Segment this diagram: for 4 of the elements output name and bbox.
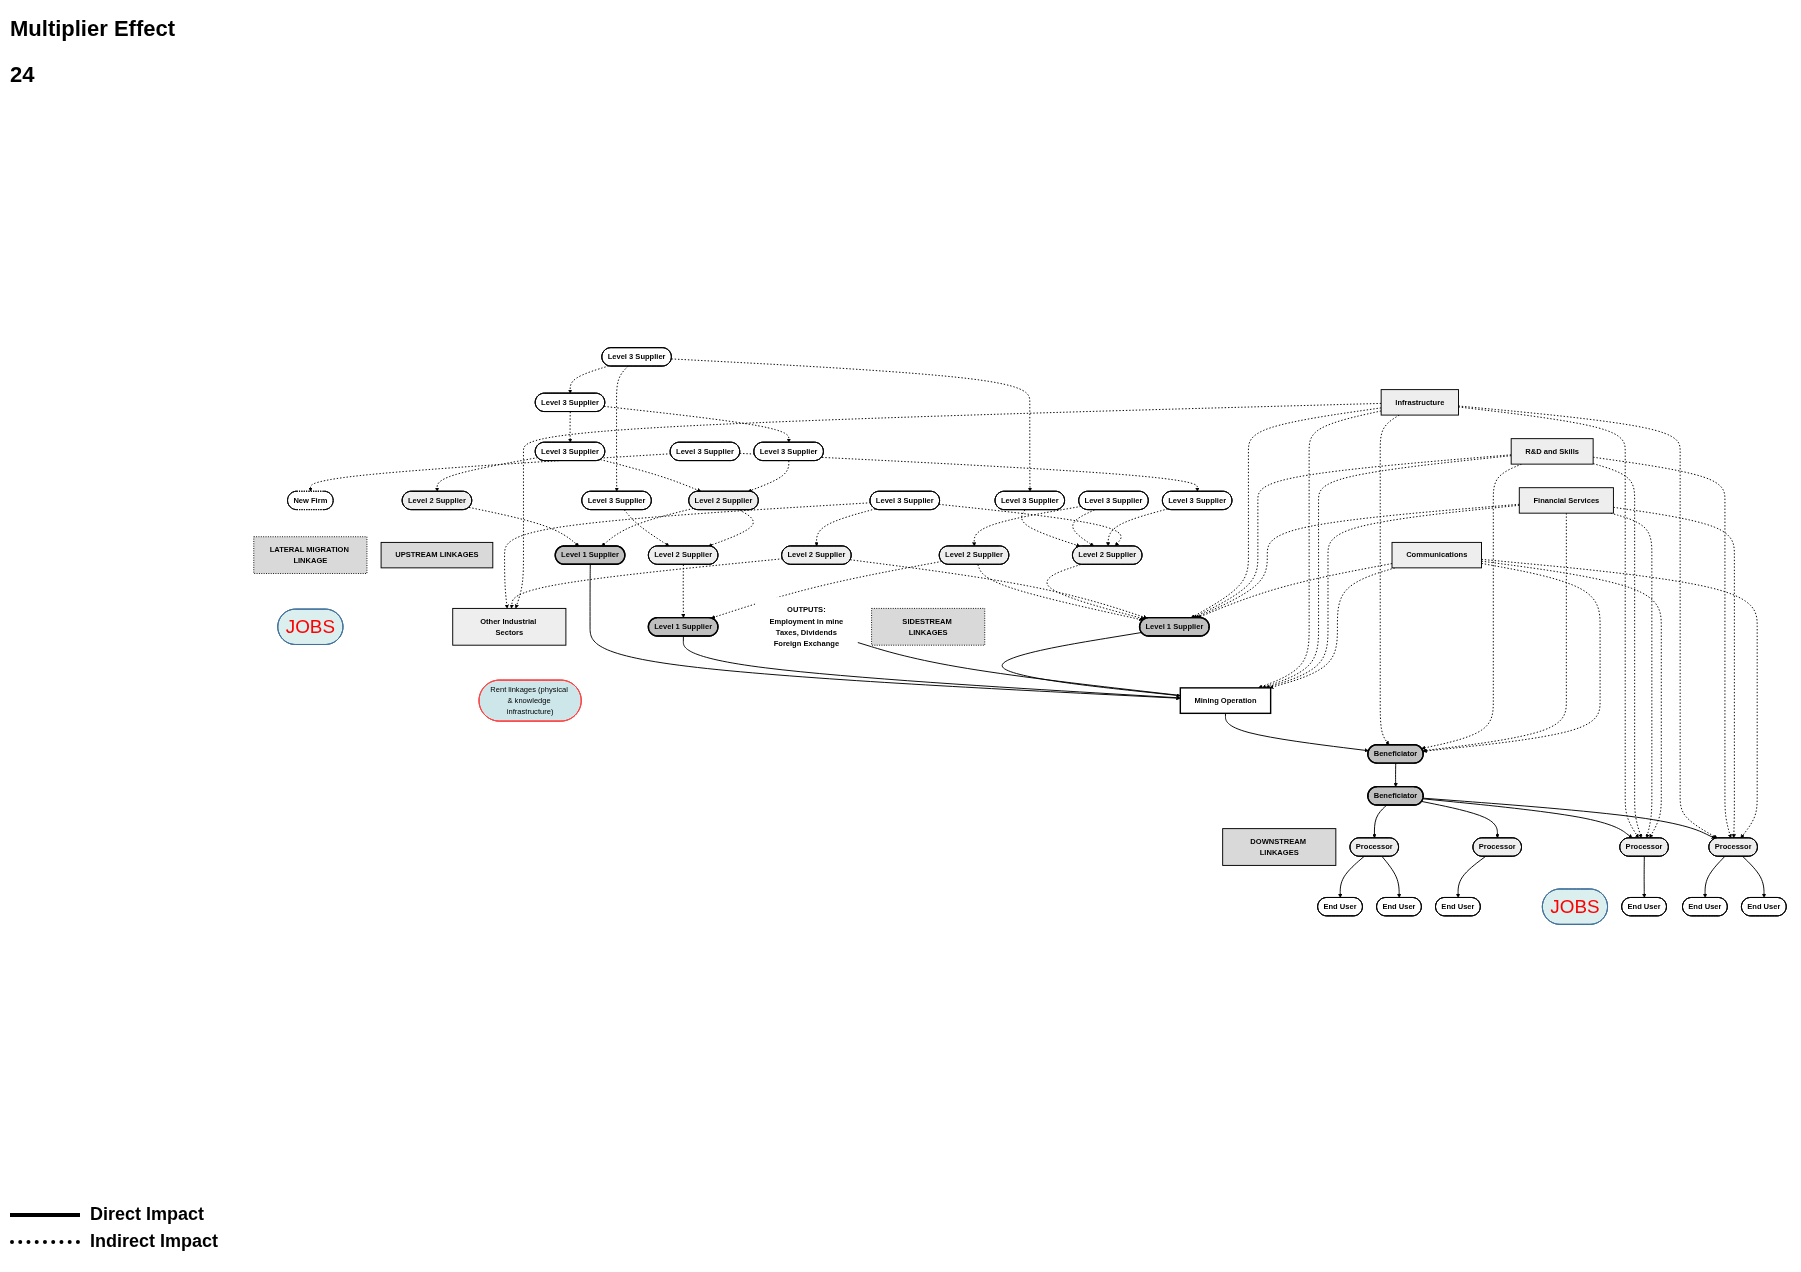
legend-label: Indirect Impact (90, 1231, 219, 1252)
note-text: Multiplier Effect (10, 16, 175, 42)
note-text: 24 (10, 62, 35, 88)
legend-label: Direct Impact (90, 1204, 205, 1225)
